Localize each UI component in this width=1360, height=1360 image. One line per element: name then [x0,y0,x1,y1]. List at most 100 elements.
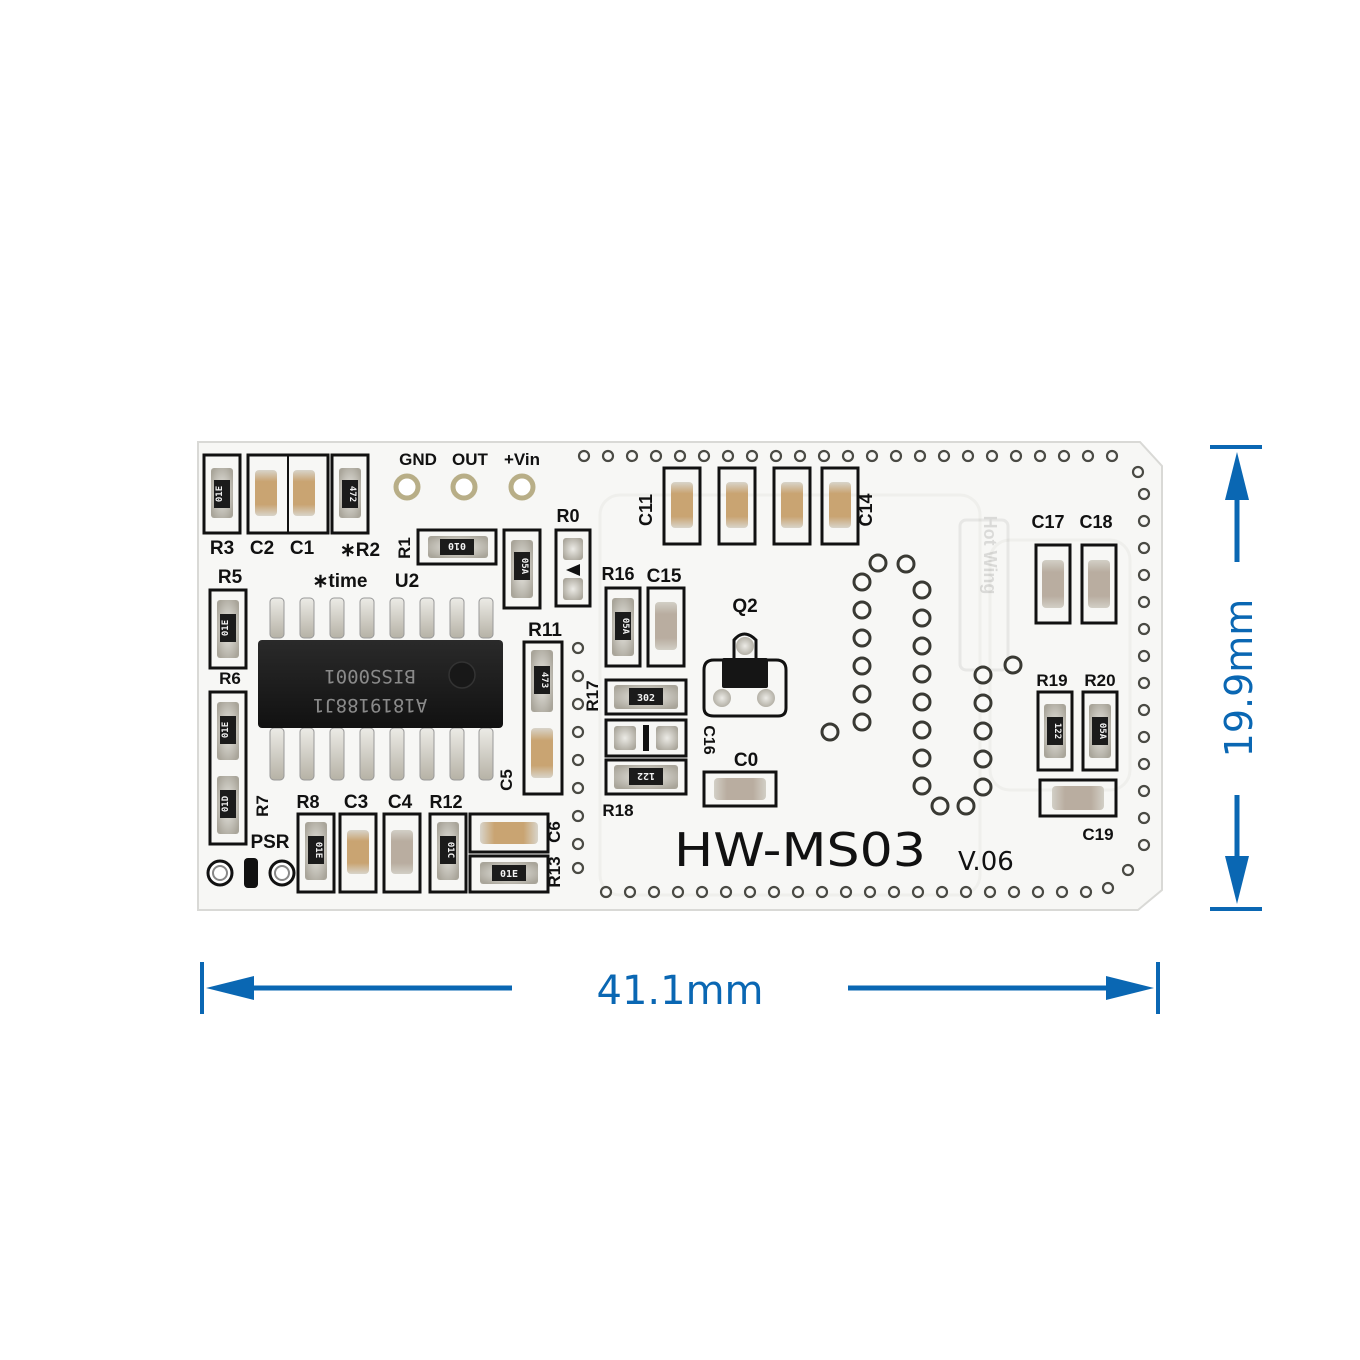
width-label: 41.1mm [597,968,764,1014]
width-dimension: 41.1mm [200,962,1160,1014]
antenna-vias [820,553,1023,816]
label-c2: C2 [250,538,274,559]
ic-biss0001: A1819188J1 BISS0001 [258,597,503,781]
label-c11: C11 [636,494,656,526]
gnd-pin-hole [393,473,421,501]
board-version: V.06 [958,847,1014,877]
q2-body [722,658,768,688]
header-pins: GND OUT +Vin [393,450,540,501]
svg-text:05A: 05A [1097,723,1107,740]
label-u2: U2 [395,571,419,592]
resistor-r13: 01E [468,854,550,894]
capacitor-c15 [646,586,686,668]
label-c6: C6 [545,821,564,843]
label-c16: C16 [700,725,717,754]
pin-label-out: OUT [452,450,489,469]
label-r3: R3 [210,538,234,559]
label-r1: R1 [395,537,414,559]
resistor-r18: 122 [604,758,688,796]
bottom-edge-holes [599,885,1093,899]
label-c17: C17 [1031,512,1064,532]
transistor-q2 [702,632,788,718]
capacitor-c3 [338,812,378,894]
via-column [571,641,585,875]
svg-text:01C: 01C [445,842,455,858]
resistor-r8: 01E [296,812,336,894]
board-model: HW-MS03 [674,823,926,877]
height-label: 19.9mm [1217,599,1261,758]
label-c0: C0 [734,750,758,771]
label-r12: R12 [429,792,462,812]
arrow-down-icon [1225,856,1249,904]
svg-text:122: 122 [637,770,655,781]
capacitor-c4 [382,812,422,894]
jumper-r0: R0 [554,506,592,608]
resistor-r2: 472 ∗R2 [330,453,380,561]
label-c5: C5 [497,769,516,791]
resistors-r19-r20: 122 05A [1036,690,1119,772]
capacitor-c0 [702,770,778,808]
ic-marking-line1: A1819188J1 [313,694,427,716]
label-q2: Q2 [732,596,757,617]
label-c1: C1 [290,538,315,559]
capacitor-c19 [1038,778,1118,818]
label-r16: R16 [601,564,634,584]
capacitors-c11-c14 [662,466,860,546]
label-r11: R11 [528,620,562,641]
arrow-left-icon [206,976,254,1000]
svg-text:01D: 01D [221,795,231,812]
resistor-r3: 01E R3 [202,453,242,559]
vin-pin-hole [508,473,536,501]
label-r20: R20 [1084,671,1115,690]
svg-text:010: 010 [448,540,466,551]
label-r13: R13 [545,856,564,887]
right-edge-holes [1101,487,1151,895]
label-c3: C3 [344,792,368,813]
psr-pads [206,858,296,888]
ic-pin1-dot [448,661,476,689]
label-r6: R6 [219,669,241,688]
watermark-text: Hot Wing [980,516,1000,595]
capacitors-c2-c1: C2 C1 [246,453,330,559]
capacitor-c6 [468,812,550,854]
pin-label-vin: +Vin [504,450,540,469]
label-r17: R17 [583,680,602,711]
resistor-r12: 01C [428,812,468,894]
label-c19: C19 [1082,825,1113,844]
height-dimension: 19.9mm [1210,445,1262,911]
pin-label-gnd: GND [399,450,437,469]
label-c4: C4 [388,792,413,813]
resistor-near-r0: 05A [502,528,542,610]
svg-text:122: 122 [1052,723,1062,739]
label-psr: PSR [250,832,289,853]
label-time-note: ∗time [313,571,368,592]
svg-text:473: 473 [539,672,549,688]
resistor-r6-r7: 01E 01D [208,690,248,846]
svg-text:05A: 05A [620,618,630,635]
svg-text:01E: 01E [221,722,231,738]
label-c18: C18 [1079,512,1112,532]
label-r8: R8 [296,792,319,812]
capacitors-c17-c18 [1034,543,1118,625]
arrow-up-icon [1225,452,1249,500]
out-pin-hole [450,473,478,501]
label-r19: R19 [1036,671,1067,690]
resistor-r16: 05A [604,586,642,668]
label-r18: R18 [602,801,633,820]
label-r2-note: ∗R2 [340,540,380,561]
label-r5: R5 [218,567,243,588]
svg-text:01E: 01E [221,620,231,636]
svg-text:302: 302 [637,693,655,704]
svg-text:01E: 01E [215,486,225,502]
label-c14: C14 [856,493,876,526]
resistor-r17: 302 [604,678,688,716]
resistor-r5: 01E [208,588,248,670]
svg-text:05A: 05A [519,558,529,575]
ic-marking-line2: BISS0001 [324,665,416,687]
label-c15: C15 [647,566,682,587]
capacitor-c16-pads [604,718,688,758]
resistor-r11-c5: 473 [522,640,564,796]
svg-text:01E: 01E [500,869,518,880]
arrow-right-icon [1106,976,1154,1000]
